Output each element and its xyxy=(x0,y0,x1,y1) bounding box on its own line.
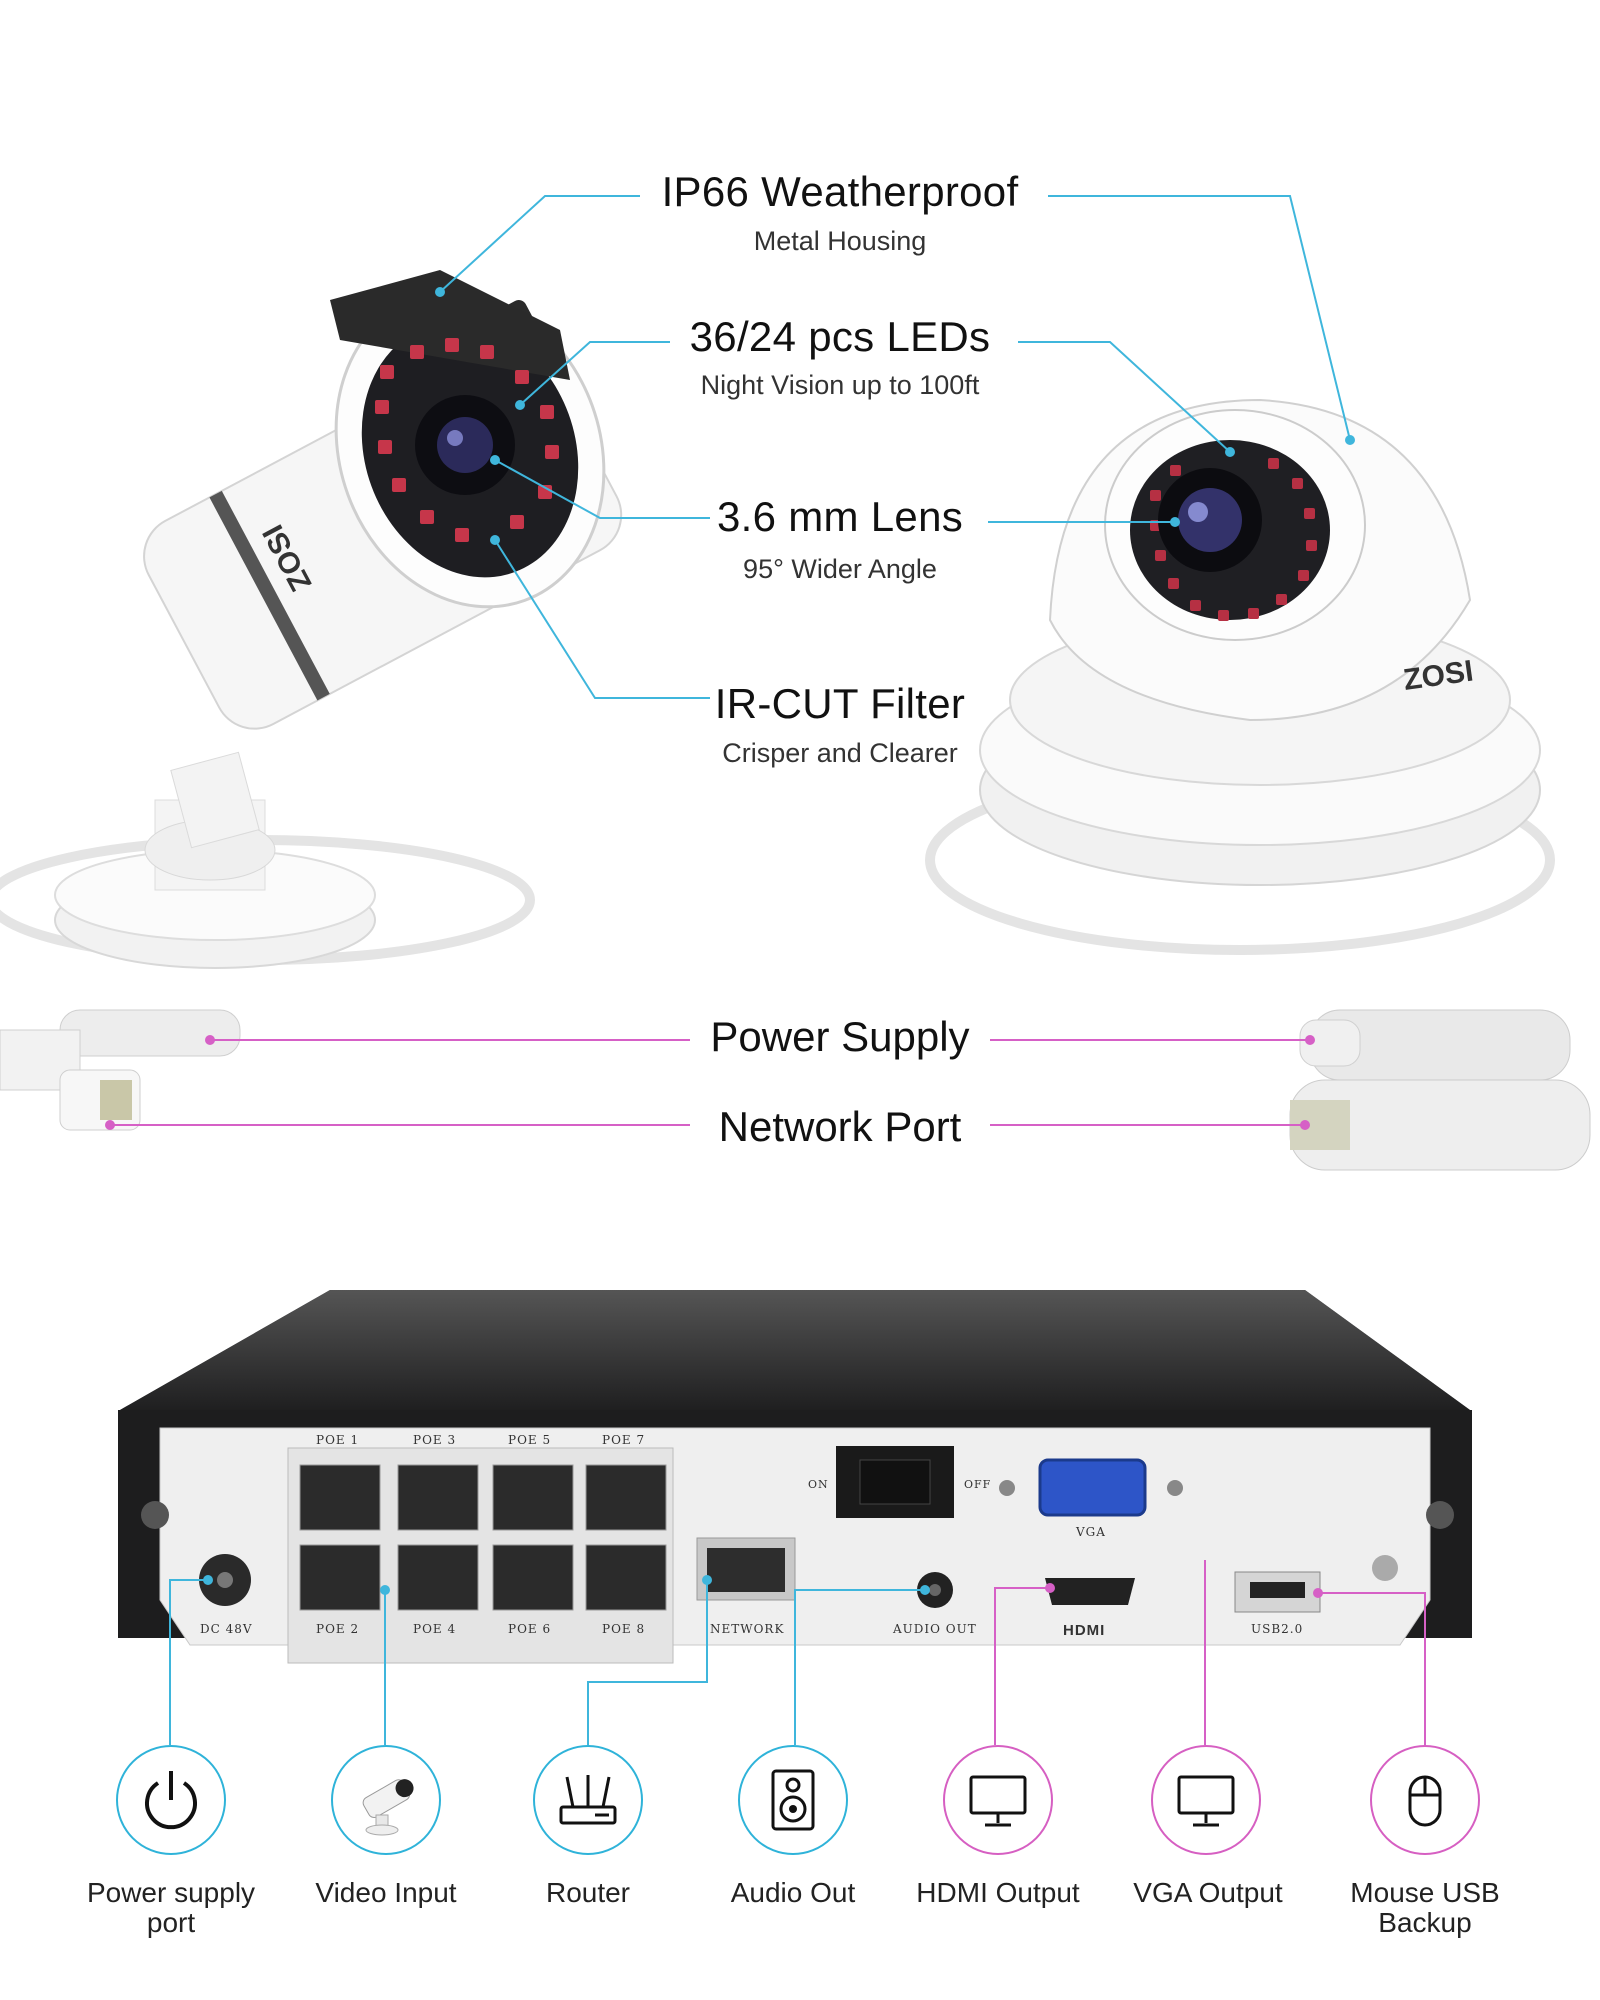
monitor-icon xyxy=(1177,1775,1235,1827)
poe-6-label: POE 6 xyxy=(508,1622,552,1636)
video-input-label: Video Input xyxy=(315,1877,457,1908)
poe-3-label: POE 3 xyxy=(413,1433,457,1447)
dc-48v-label: DC 48V xyxy=(200,1622,253,1636)
video-input-icon-button xyxy=(331,1745,441,1855)
mouse-usb-label: Mouse USB Backup xyxy=(1350,1877,1500,1938)
poe-8-label: POE 8 xyxy=(602,1622,646,1636)
router-label: Router xyxy=(545,1877,631,1908)
router-icon xyxy=(559,1775,617,1825)
hdmi-output-icon-button xyxy=(943,1745,1053,1855)
poe-2-label: POE 2 xyxy=(316,1622,360,1636)
feature-weatherproof-subtitle: Metal Housing xyxy=(753,226,927,256)
mouse-icon xyxy=(1408,1775,1442,1827)
hdmi-output-label: HDMI Output xyxy=(916,1877,1080,1908)
power-supply-icon-button xyxy=(116,1745,226,1855)
audio-out-label: AUDIO OUT xyxy=(893,1622,977,1636)
feature-leds-subtitle: Night Vision up to 100ft xyxy=(700,370,980,400)
switch-on-label: ON xyxy=(808,1478,829,1491)
feature-lens-title: 3.6 mm Lens xyxy=(716,493,964,540)
feature-ircut-subtitle: Crisper and Clearer xyxy=(722,738,958,768)
vga-output-label: VGA Output xyxy=(1133,1877,1283,1908)
feature-weatherproof-title: IP66 Weatherproof xyxy=(661,168,1019,215)
connection-lines xyxy=(169,1560,1426,1745)
audio-out-icon-button xyxy=(738,1745,848,1855)
usb-label: USB2.0 xyxy=(1251,1622,1304,1636)
poe-4-label: POE 4 xyxy=(413,1622,457,1636)
monitor-icon xyxy=(969,1775,1027,1827)
mouse-usb-icon-button xyxy=(1370,1745,1480,1855)
vga-output-icon-button xyxy=(1151,1745,1261,1855)
network-label: NETWORK xyxy=(710,1622,785,1636)
vga-label: VGA xyxy=(1076,1525,1106,1539)
router-icon-button xyxy=(533,1745,643,1855)
power-icon xyxy=(145,1771,197,1830)
camera-icon xyxy=(362,1779,414,1836)
speaker-icon xyxy=(771,1769,815,1831)
audio-out-label-text: Audio Out xyxy=(730,1877,856,1908)
hdmi-label: HDMI xyxy=(1063,1622,1106,1639)
camera-illustration: ZOSI ZOSI xyxy=(0,195,1591,1171)
power-supply-label: Power supply port xyxy=(86,1877,256,1938)
feature-lens-subtitle: 95° Wider Angle xyxy=(743,554,937,584)
feature-leds-title: 36/24 pcs LEDs xyxy=(689,313,991,360)
nvr-illustration xyxy=(118,1290,1472,1664)
poe-1-label: POE 1 xyxy=(316,1433,360,1447)
network-port-label: Network Port xyxy=(718,1103,962,1150)
switch-off-label: OFF xyxy=(964,1478,992,1491)
feature-ircut-title: IR-CUT Filter xyxy=(714,680,966,727)
poe-7-label: POE 7 xyxy=(602,1433,646,1447)
power-supply-label: Power Supply xyxy=(710,1013,970,1060)
poe-5-label: POE 5 xyxy=(508,1433,552,1447)
